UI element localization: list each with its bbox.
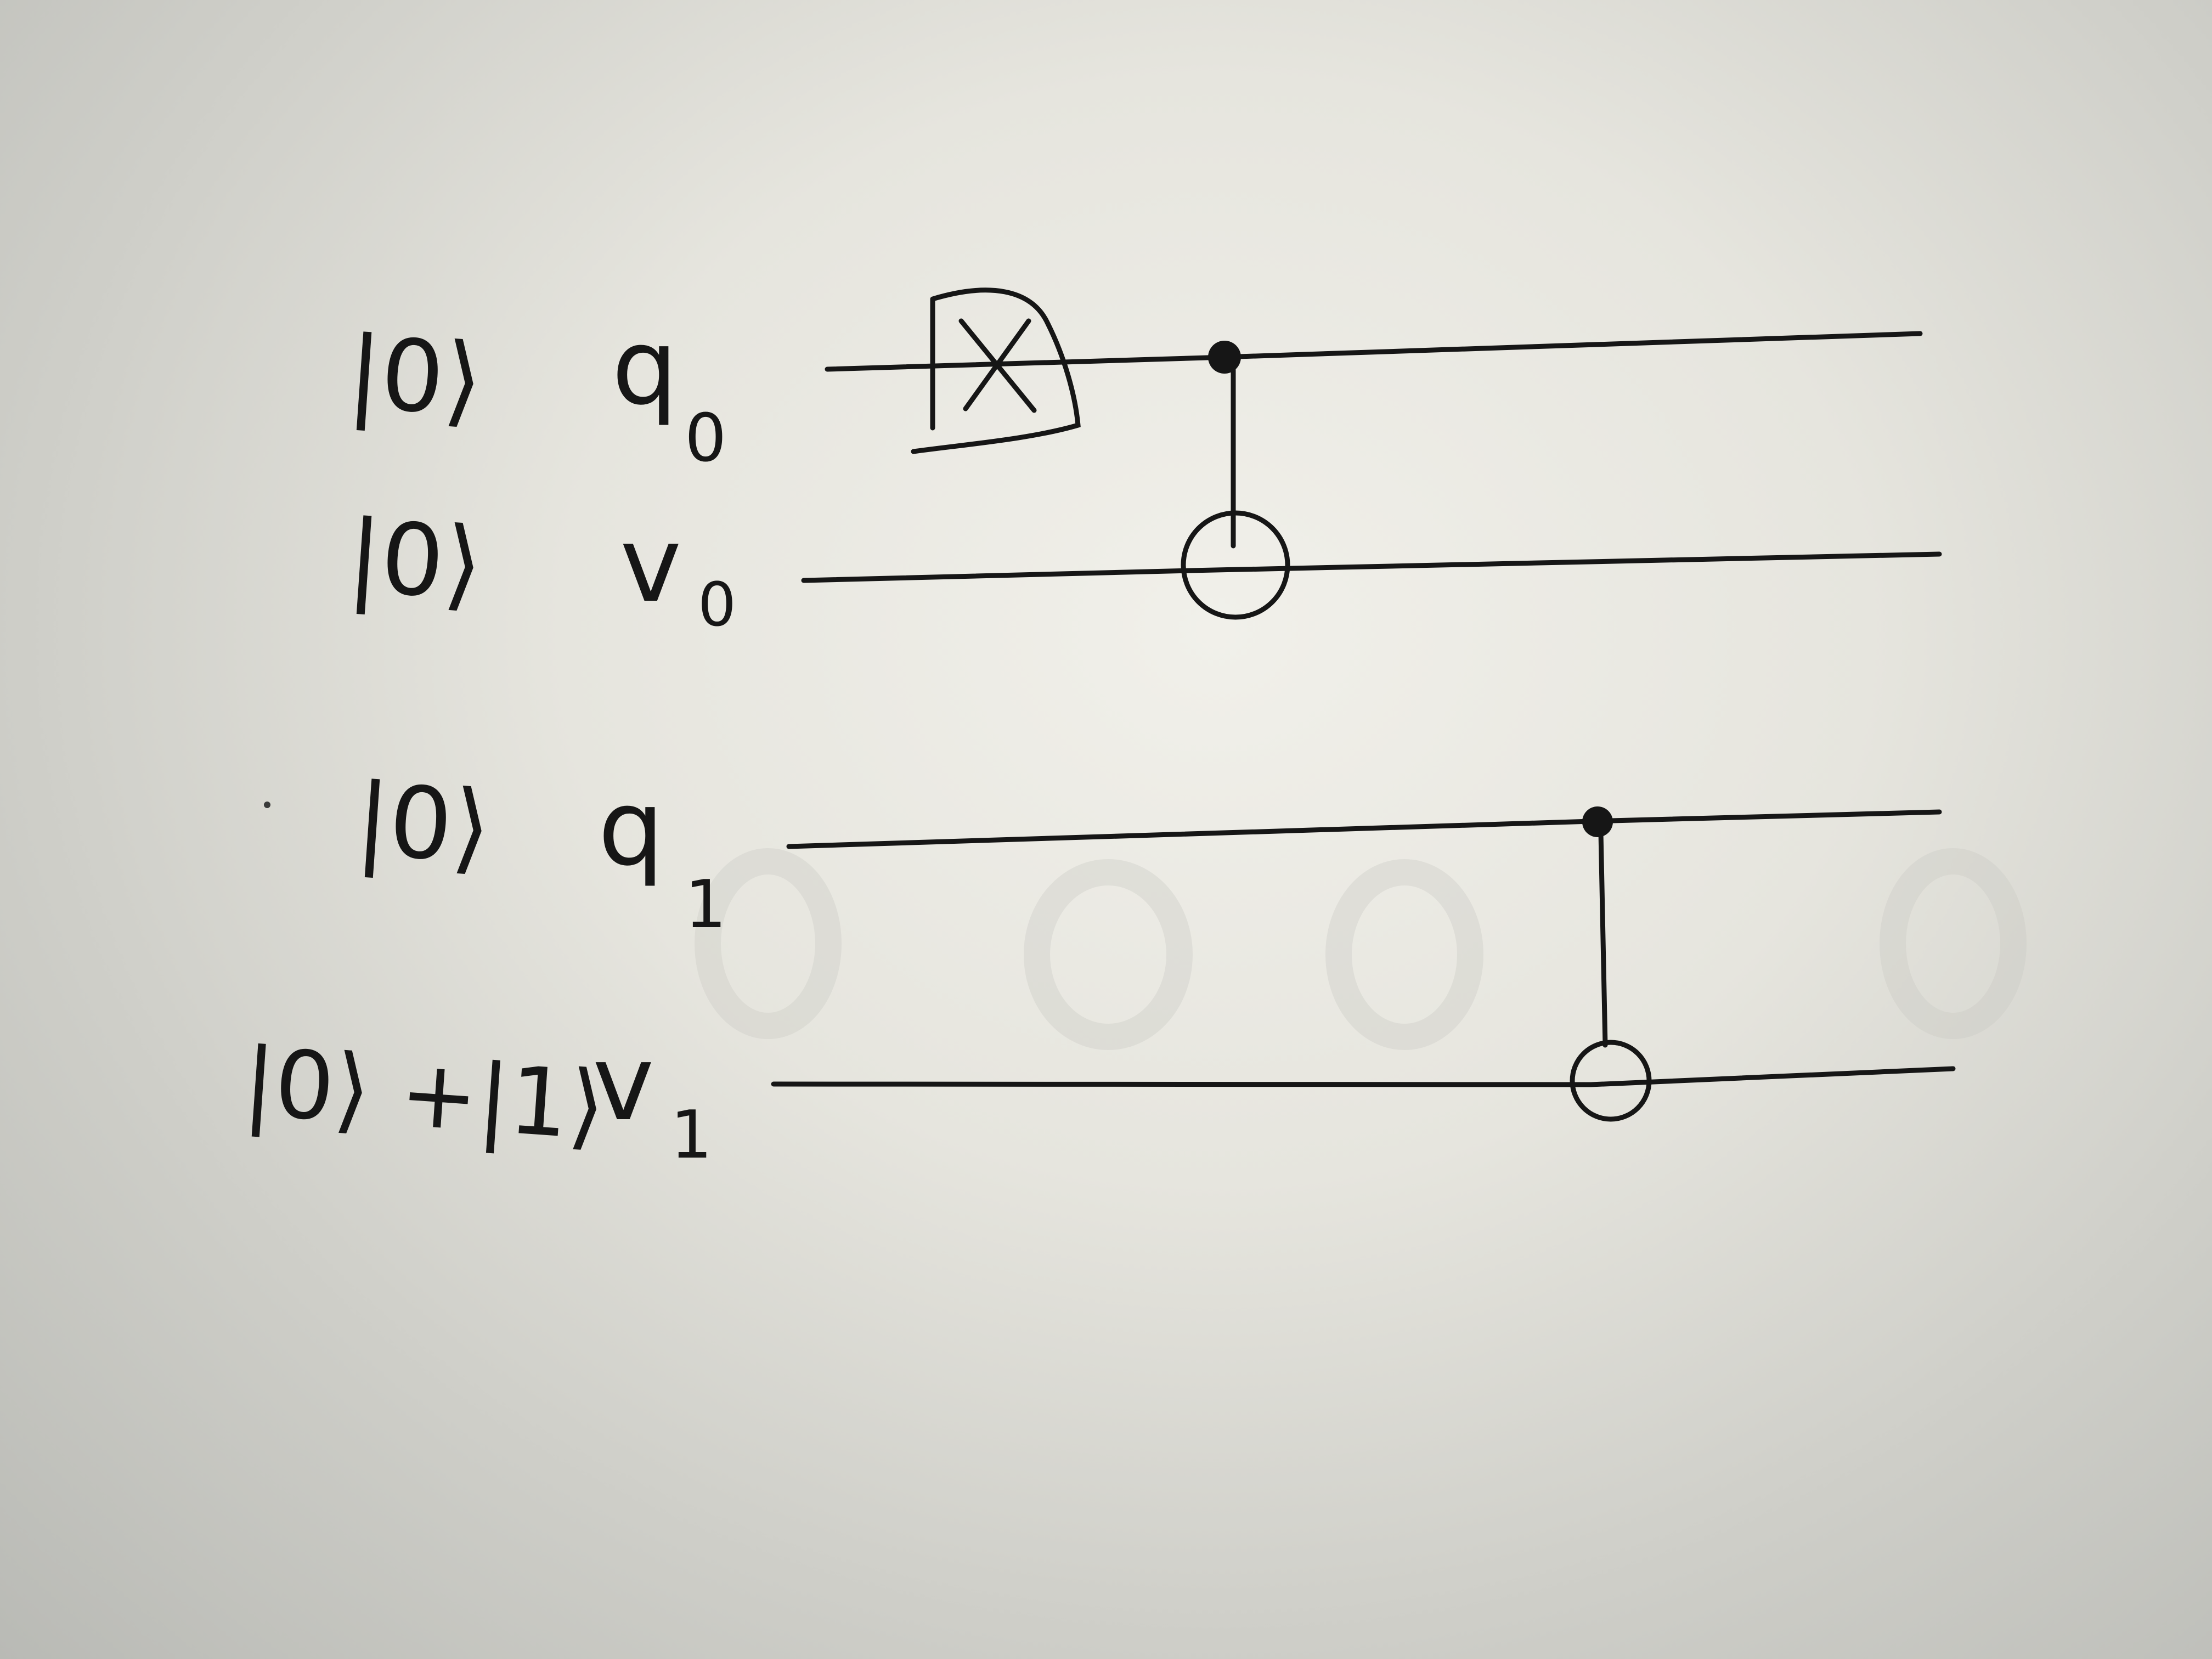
wire-v0: [801, 551, 1942, 583]
qubit-name-q1: q: [598, 768, 664, 889]
qubit-name-v0: v: [620, 504, 681, 625]
control-dot-q1: [1582, 806, 1613, 837]
stray-pen-dot: [264, 802, 270, 808]
x-gate-box: [911, 287, 1081, 454]
qubit-state-q1: |0⟩: [352, 762, 494, 886]
qubit-name-v1: v: [592, 1023, 654, 1144]
cnot-connector-2: [1598, 830, 1608, 1048]
qubit-labels: |0⟩ q 0 |0⟩ v 0 |0⟩ q 1 |0⟩ +|1⟩ v 1: [240, 307, 736, 1173]
qubit-state-v0: |0⟩: [344, 499, 486, 623]
qubit-index-q0: 0: [685, 400, 726, 477]
cnot-gate-1: [1181, 341, 1290, 620]
target-circle-v1: [1570, 1040, 1652, 1122]
qubit-state-q0: |0⟩: [344, 315, 486, 439]
qubit-index-v1: 1: [670, 1097, 712, 1173]
bleed-through-marks: [695, 848, 2027, 1050]
wire-q0: [825, 331, 1923, 372]
qubit-state-v1: |0⟩ +|1⟩: [240, 1028, 608, 1161]
qubit-index-v0: 0: [698, 569, 736, 640]
cnot-gate-2: [1570, 806, 1652, 1122]
x-gate-cross: [958, 318, 1037, 413]
control-dot-q0: [1208, 341, 1241, 374]
x-gate: [911, 287, 1081, 454]
qubit-name-q0: q: [612, 307, 678, 428]
wire-q1: [786, 809, 1942, 849]
qubit-index-q1: 1: [685, 867, 726, 943]
wire-v1: [771, 1066, 1956, 1087]
target-circle-v0: [1181, 510, 1290, 620]
